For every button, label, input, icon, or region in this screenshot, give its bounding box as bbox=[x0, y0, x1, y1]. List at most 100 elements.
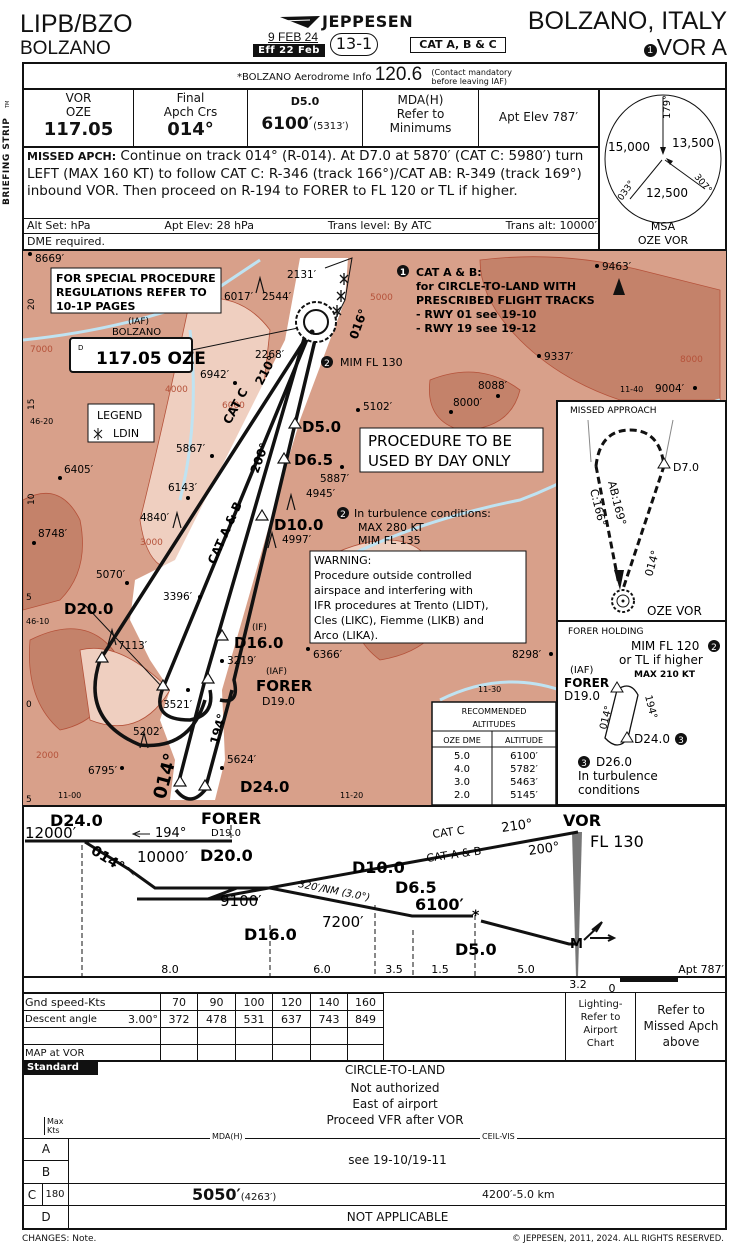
chart-graphic bbox=[84, 840, 473, 918]
chart-graphic bbox=[496, 394, 500, 398]
spot-elevation: 4840′ bbox=[140, 512, 170, 524]
vor-symbol-icon bbox=[295, 301, 337, 343]
chart-label: - RWY 01 see 19-10 bbox=[416, 308, 537, 321]
cat-c-mda-height: (4263′) bbox=[240, 1192, 277, 1203]
chart-label: D20.0 bbox=[200, 846, 253, 865]
gs-speed: 160 bbox=[347, 993, 384, 1011]
mim-fl130-note: 2 MIM FL 130 bbox=[321, 356, 403, 369]
chart-label: 194° bbox=[155, 826, 186, 841]
legend-box: LEGEND LDIN bbox=[87, 403, 155, 443]
obstacle-icons bbox=[107, 275, 296, 749]
chart-label: for CIRCLE-TO-LAND WITH bbox=[416, 280, 576, 293]
chart-label: REGULATIONS REFER TO bbox=[56, 286, 207, 299]
chart-label: 3 bbox=[678, 736, 684, 746]
map-marker: M bbox=[570, 937, 583, 952]
chart-label: 3.2 bbox=[569, 978, 587, 991]
contour-label: 4000 bbox=[165, 385, 188, 395]
grid-lat-5: 5 bbox=[26, 593, 32, 603]
msa-sector-east: 13,500 bbox=[672, 136, 714, 150]
brand-name: JEPPESEN bbox=[322, 12, 414, 31]
chart-label: 200° bbox=[527, 840, 560, 859]
spot-elevation: 5887′ bbox=[320, 465, 350, 485]
chart-label: 5867′ bbox=[176, 443, 206, 455]
grid-11-00: 11-00 bbox=[58, 791, 81, 800]
chart-graphic bbox=[309, 329, 315, 335]
dme-indicator: D bbox=[78, 344, 83, 352]
chart-graphic bbox=[449, 410, 453, 414]
chart-label: 6795′ bbox=[88, 765, 118, 777]
chart-label: MIM FL 130 bbox=[340, 356, 403, 369]
chart-label: PRESCRIBED FLIGHT TRACKS bbox=[416, 294, 595, 307]
mda-cell: MDA(H) Refer to Minimums bbox=[363, 93, 478, 135]
standard-label: Standard bbox=[22, 1061, 98, 1075]
chart-graphic bbox=[664, 159, 706, 190]
chart-graphic bbox=[604, 94, 722, 224]
chart-label: 6405′ bbox=[64, 464, 94, 476]
missed-approach-inset: MISSED APPROACH D7.0 AB:169° C:166° 014°… bbox=[556, 400, 726, 622]
inbound-track bbox=[219, 335, 318, 703]
spot-elevation: 8088′ bbox=[478, 380, 508, 398]
chart-label: 2 bbox=[711, 643, 717, 653]
chart-graphic bbox=[675, 733, 687, 745]
chart-label: VOR bbox=[563, 811, 601, 830]
fix-triangle-icon bbox=[172, 774, 188, 787]
chart-graphic bbox=[397, 265, 409, 277]
contour-label: 5000 bbox=[370, 293, 393, 303]
msa-diagram: 179° 307° 033° 15,000 13,500 12,500 MSA … bbox=[604, 94, 722, 247]
chart-label: 9004′ bbox=[655, 383, 685, 395]
vor-frequency: 117.05 bbox=[43, 119, 114, 140]
inset-vor-label: OZE VOR bbox=[647, 604, 702, 618]
spot-elevation: 9463′ bbox=[595, 261, 632, 273]
chart-graphic bbox=[210, 454, 214, 458]
note-1-marker: 1 bbox=[643, 44, 657, 57]
chart-graphic bbox=[549, 652, 553, 656]
cat-c-ceil-vis: 4200′-5.0 km bbox=[482, 1188, 555, 1201]
final-label: Final bbox=[176, 91, 205, 105]
chart-graphic bbox=[120, 766, 124, 770]
chart-label: 5887′ bbox=[320, 473, 350, 485]
grid-lat-15: 15 bbox=[27, 399, 37, 410]
chart-label: WARNING: bbox=[314, 554, 371, 567]
descent-rate: 849 bbox=[347, 1010, 384, 1028]
fix-triangle-icon bbox=[214, 628, 230, 641]
minima-title: CIRCLE-TO-LAND bbox=[344, 1063, 446, 1077]
location-title: BOLZANO, ITALY bbox=[527, 7, 727, 35]
chart-label: 6100′ bbox=[510, 751, 538, 762]
msa-sector-west: 15,000 bbox=[608, 140, 650, 154]
chart-graphic bbox=[621, 599, 625, 603]
chart-label: In turbulence bbox=[578, 769, 658, 783]
ldin-icon bbox=[93, 428, 103, 440]
airport-elevation-label: Apt 787′ bbox=[678, 963, 724, 976]
chart-label: D24.0 bbox=[50, 811, 103, 830]
spot-elevation: 5867′ bbox=[176, 443, 214, 458]
spot-elevation: 5624′ bbox=[220, 754, 257, 770]
chart-label: D16.0 bbox=[244, 925, 297, 944]
chart-graphic bbox=[125, 581, 129, 585]
chart-label: ALTITUDES bbox=[472, 720, 515, 729]
chart-graphic bbox=[537, 354, 541, 358]
cat-b: B bbox=[41, 1165, 51, 1179]
cat-d-minima: NOT APPLICABLE bbox=[346, 1210, 449, 1224]
legend-ldin: LDIN bbox=[113, 427, 139, 440]
profile-distances: 8.0 6.0 3.5 1.5 5.0 3.2 0 bbox=[161, 963, 615, 993]
chart-label: 7113′ bbox=[118, 640, 148, 652]
chart-graphic bbox=[616, 594, 630, 608]
gs-speed: 70 bbox=[160, 993, 198, 1011]
grid-46-10: 46-10 bbox=[26, 617, 49, 626]
chart-graphic bbox=[610, 681, 634, 743]
chart-graphic bbox=[693, 386, 697, 390]
scale-bar bbox=[620, 978, 678, 982]
chart-label: 8298′ bbox=[512, 649, 542, 661]
spot-elevation: 9004′ bbox=[655, 383, 697, 395]
mda-header: MDA(H) bbox=[210, 1132, 245, 1142]
circling-track bbox=[324, 257, 353, 331]
inset-title: FORER HOLDING bbox=[568, 627, 643, 637]
chart-label: 3.0 bbox=[454, 777, 470, 788]
plan-view-map[interactable]: 20 15 10 5 0 5 46-20 46-10 11-00 11-20 1… bbox=[23, 251, 726, 805]
chart-graphic bbox=[578, 756, 590, 768]
warning-box: WARNING: Procedure outside controlled ai… bbox=[309, 550, 527, 644]
d20-leader bbox=[84, 604, 164, 689]
chart-label: 8088′ bbox=[478, 380, 508, 392]
cat-c-mda-value: 5050′ bbox=[192, 1185, 241, 1204]
